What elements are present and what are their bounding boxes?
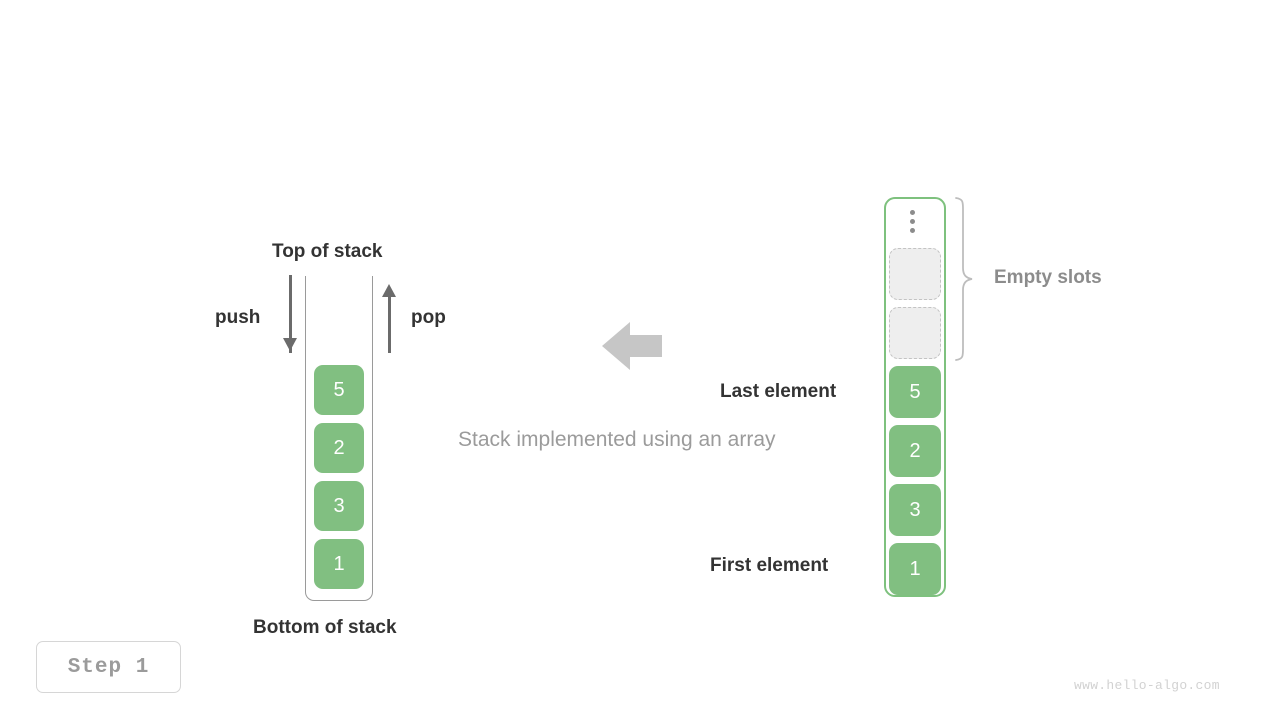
arrow-down-icon: [283, 338, 297, 351]
array-element: 3: [889, 484, 941, 536]
stack-container: [305, 276, 373, 601]
empty-slots-label: Empty slots: [994, 267, 1102, 288]
array-element: 1: [889, 543, 941, 595]
array-slot-list: 5 2 3 1: [889, 248, 941, 595]
stack-element: 3: [314, 481, 364, 531]
array-container: [884, 197, 946, 597]
array-empty-slot: [889, 248, 941, 300]
arrow-left-icon: [602, 318, 662, 379]
pop-label: pop: [411, 307, 446, 328]
push-label: push: [215, 307, 261, 328]
figure-caption: Stack implemented using an array: [458, 428, 776, 451]
stack-element-list: 5 2 3 1: [314, 365, 364, 589]
pop-arrow-shaft: [388, 297, 391, 353]
ellipsis-dot: [910, 210, 915, 215]
top-of-stack-label: Top of stack: [272, 241, 383, 262]
watermark: www.hello-algo.com: [1074, 678, 1220, 693]
stack-element: 1: [314, 539, 364, 589]
vertical-ellipsis-icon: [910, 210, 915, 233]
last-element-label: Last element: [720, 381, 837, 402]
bottom-of-stack-label: Bottom of stack: [253, 617, 397, 638]
array-element: 2: [889, 425, 941, 477]
curly-brace-icon: [952, 196, 974, 367]
stack-element: 5: [314, 365, 364, 415]
step-badge-label: Step 1: [67, 655, 150, 679]
ellipsis-dot: [910, 228, 915, 233]
array-element: 5: [889, 366, 941, 418]
first-element-label: First element: [710, 555, 829, 576]
push-arrow-shaft: [289, 275, 292, 353]
step-badge: Step 1: [36, 641, 181, 693]
arrow-up-icon: [382, 284, 396, 297]
array-empty-slot: [889, 307, 941, 359]
stack-element: 2: [314, 423, 364, 473]
ellipsis-dot: [910, 219, 915, 224]
